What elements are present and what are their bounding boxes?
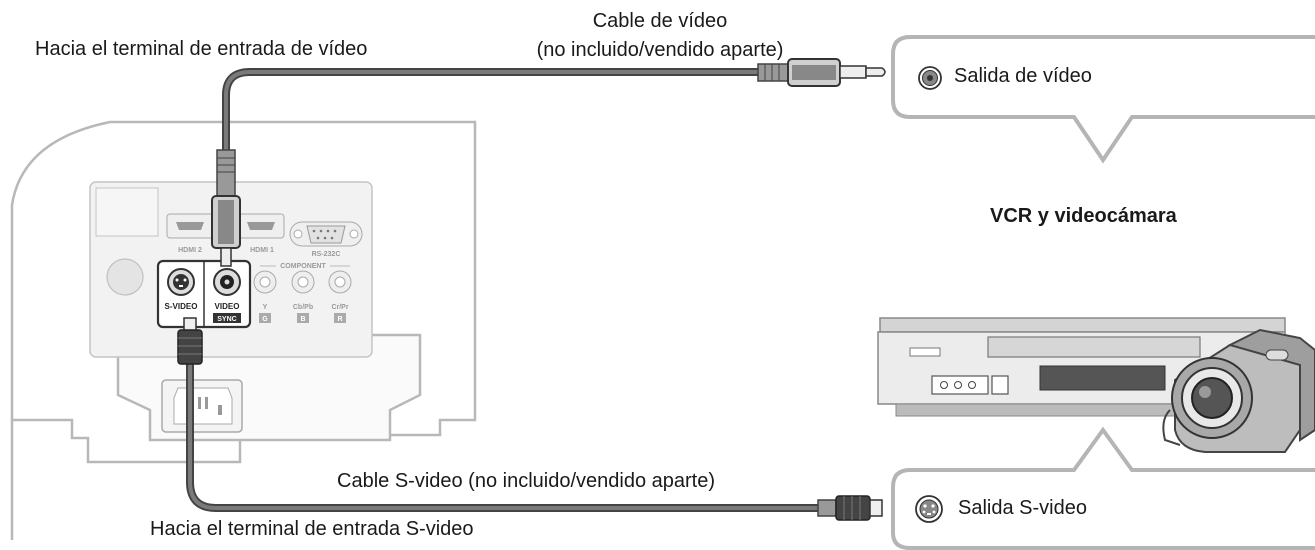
video-input-terminal-label: Hacia el terminal de entrada de vídeo: [35, 38, 368, 60]
cb-label: Cb/Pb: [293, 304, 313, 311]
component-cr-port: [328, 270, 352, 294]
svideo-jack-icon: [915, 495, 943, 523]
svideo-output-bubble: [891, 426, 1315, 550]
component-label: COMPONENT: [280, 263, 326, 270]
b-label: B: [300, 316, 305, 323]
device-name-label: VCR y videocámara: [990, 205, 1177, 227]
svideo-output-label: Salida S-video: [958, 497, 1087, 519]
svideo-cable-label: Cable S-video (no incluido/vendido apart…: [337, 470, 716, 492]
component-y-port: [253, 270, 277, 294]
svideo-input-terminal-label: Hacia el terminal de entrada S-video: [150, 518, 474, 540]
video-panel-label: VIDEO: [215, 302, 240, 311]
camcorder-device: [1162, 328, 1315, 453]
video-port: [213, 268, 241, 296]
hdmi1-label: HDMI 1: [250, 247, 274, 254]
video-output-label: Salida de vídeo: [954, 65, 1092, 87]
rca-jack-icon: [918, 66, 942, 90]
svideo-port: [167, 268, 195, 296]
video-cable: [211, 58, 886, 267]
hdmi2-port: [166, 213, 214, 239]
cr-label: Cr/Pr: [331, 304, 348, 311]
video-cable-label-line1: Cable de vídeo: [592, 10, 728, 32]
sync-label: SYNC: [217, 316, 236, 323]
y-label: Y: [263, 304, 268, 311]
hdmi2-label: HDMI 2: [178, 247, 202, 254]
r-label: R: [337, 316, 342, 323]
hdmi1-port: [237, 213, 285, 239]
power-inlet: [161, 379, 243, 433]
svideo-cable: [177, 317, 883, 521]
svideo-panel-label: S-VIDEO: [165, 302, 198, 311]
video-output-bubble: [891, 35, 1315, 164]
interface-panel: HDMI 2 HDMI 1 RS-232C COMPONENT Y Cb/Pb …: [89, 181, 373, 358]
rs232c-port: [289, 221, 363, 247]
component-cb-port: [291, 270, 315, 294]
rs232c-label: RS-232C: [312, 251, 341, 258]
g-label: G: [262, 316, 268, 323]
video-cable-label-line2: (no incluido/vendido aparte): [536, 39, 784, 61]
